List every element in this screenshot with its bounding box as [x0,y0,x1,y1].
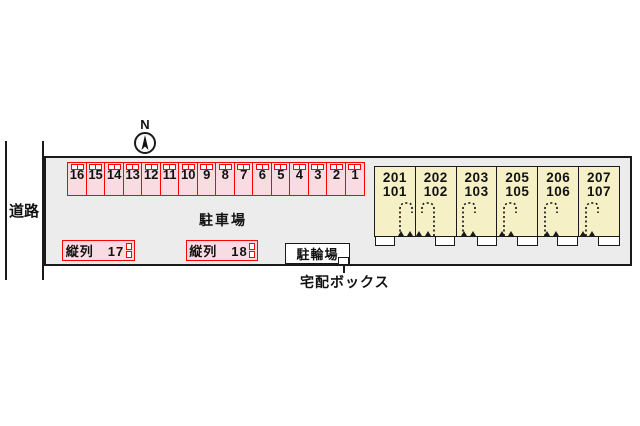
entrance-marker-icons [461,231,476,236]
parking-space: 16 [67,162,88,196]
parking-space-number: 12 [143,167,159,182]
parking-space-number: 5 [277,167,285,182]
parking-space-number: 6 [258,167,266,182]
parking-space-number: 10 [180,167,196,182]
stair-icon [544,202,558,236]
parking-space-number: 3 [314,167,322,182]
parking-space: 4 [289,162,310,196]
bicycle-parking-box: 駐輪場 [285,243,350,264]
parking-space-number: 4 [295,167,303,182]
entrance-marker-icons [398,231,431,236]
entrance-porch [517,236,538,246]
parking-space: 3 [307,162,328,196]
parking-space: 8 [215,162,236,196]
parking-space: 7 [233,162,254,196]
entrance-marker-icons [544,231,559,236]
parking-space: 1 [344,162,365,196]
parking-space-number: 16 [69,167,85,182]
parking-space: 10 [178,162,199,196]
entrance-porch [598,236,620,246]
road-outer-edge-line [5,141,7,280]
entrance-marker-icons [499,231,514,236]
entrance-porch [435,236,455,246]
parking-space-number: 13 [125,167,140,182]
parking-space: 6 [252,162,273,196]
parking-space-row: 16 15 14 13 12 11 10 9 8 7 6 5 4 3 2 1 [67,162,365,196]
entrance-marker-icons [580,231,595,236]
delivery-box-label: 宅配ボックス [300,274,390,290]
stair-icon [503,202,517,236]
parking-space: 12 [141,162,162,196]
entrance-porch [557,236,578,246]
parking-space-number: 11 [162,167,177,182]
stair-icon [585,202,599,236]
parking-space-number: 9 [203,167,211,182]
parking-space: 9 [196,162,217,196]
parking-space: 11 [159,162,180,196]
parking-space-number: 15 [88,167,103,182]
compass-north-label: N [140,117,150,132]
road-label: 道路 [8,203,39,220]
parking-space: 14 [104,162,125,196]
stair-icon [462,202,476,236]
road-inner-edge-line [42,141,44,280]
parking-space-number: 8 [221,167,229,182]
compass-icon [134,132,156,154]
parking-space-number: 14 [106,167,122,182]
parking-space: 5 [270,162,291,196]
entrance-porch [375,236,395,246]
parking-area-label: 駐車場 [199,212,247,228]
parking-space: 13 [122,162,143,196]
stair-icon [421,202,435,236]
delivery-box-leader-line [343,265,345,273]
entrance-porch [477,236,497,246]
delivery-box-icon [338,257,349,265]
parking-space-number: 2 [332,167,341,182]
stair-icon [399,202,413,236]
tandem-parking-17: 縦列 17 [62,240,135,261]
parking-space-number: 7 [240,167,248,182]
tandem-parking-18: 縦列 18 [186,240,258,261]
parking-space-number: 1 [351,167,359,182]
parking-space: 15 [85,162,106,196]
parking-space: 2 [326,162,347,196]
